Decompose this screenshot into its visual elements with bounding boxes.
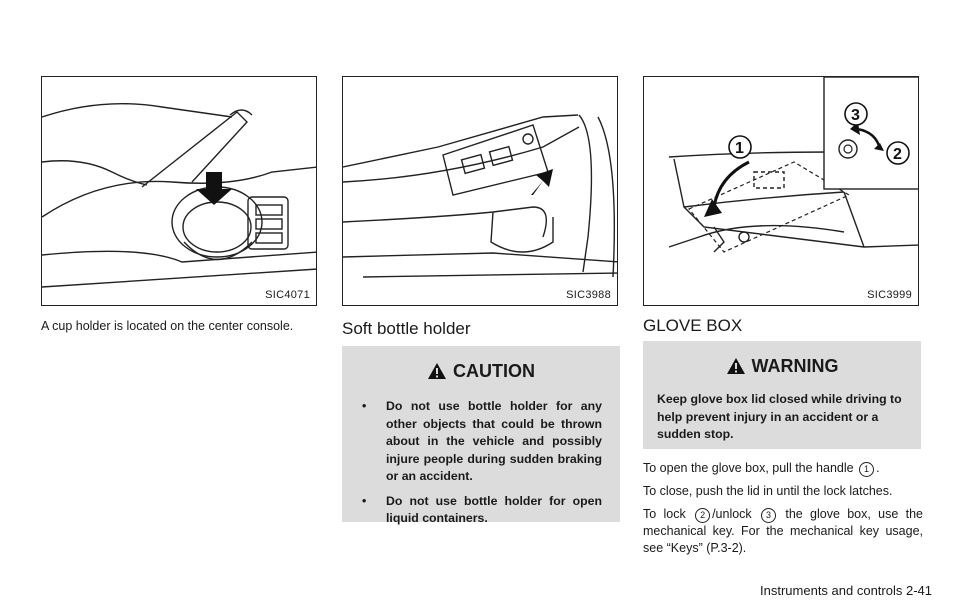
figure-cup-holder: SIC4071 [41, 76, 317, 306]
caution-item: • Do not use bottle holder for open liqui… [362, 493, 602, 528]
cup-holder-illustration [42, 102, 316, 288]
door-panel-illustration [343, 114, 617, 278]
lock-text-rest: the glove box, use the mechanical key. F… [643, 507, 924, 555]
warning-title: WARNING [751, 356, 839, 376]
warning-text: Keep glove box lid closed while driving … [657, 392, 902, 441]
callout-2-marker: 2 [695, 508, 711, 523]
section-heading-soft-bottle-holder: Soft bottle holder [342, 319, 471, 338]
figure-glove-box: 1 3 2 SIC3999 [643, 76, 919, 306]
warning-triangle-icon [428, 363, 446, 379]
open-text-end: . [876, 461, 880, 475]
caution-title-row: CAUTION [342, 361, 620, 382]
caution-list: • Do not use bottle holder for any other … [362, 398, 602, 535]
caution-item-text: Do not use bottle holder for open liquid… [386, 493, 602, 526]
unlock-text: /unlock [712, 507, 752, 521]
glove-box-close-instruction: To close, push the lid in until the lock… [643, 484, 893, 498]
bullet: • [362, 399, 367, 413]
page-footer: Instruments and controls 2-41 [760, 583, 932, 598]
callout-3-marker: 3 [761, 508, 777, 523]
caution-item: • Do not use bottle holder for any other … [362, 398, 602, 486]
section-heading-glove-box: GLOVE BOX [643, 316, 743, 335]
down-arrow-icon [531, 169, 553, 195]
glove-box-open-instruction: To open the glove box, pull the handle 1… [643, 460, 923, 477]
down-arrow-icon [196, 172, 232, 205]
figure-code: SIC3999 [867, 289, 912, 301]
open-arrow-icon [704, 199, 722, 217]
caution-item-text: Do not use bottle holder for any other o… [386, 399, 602, 483]
callout-1: 1 [735, 140, 744, 157]
figure-bottle-holder: SIC3988 [342, 76, 618, 306]
warning-title-row: WARNING [643, 356, 921, 377]
bullet: • [362, 493, 367, 508]
figure-code: SIC4071 [265, 289, 310, 301]
callout-1-marker: 1 [859, 462, 875, 477]
warning-triangle-icon [726, 358, 745, 374]
glove-box-illustration: 1 3 2 [668, 77, 918, 253]
callout-3: 3 [851, 107, 860, 124]
figure-code: SIC3988 [566, 289, 611, 301]
glove-box-lock-instruction: To lock 2/unlock 3 the glove box, use th… [643, 506, 923, 557]
caution-box: CAUTION • Do not use bottle holder for an… [342, 346, 620, 525]
unlock-arrow-icon [874, 143, 884, 151]
warning-box: WARNING Keep glove box lid closed while … [643, 341, 921, 449]
lock-text: To lock [643, 507, 686, 521]
open-text: To open the glove box, pull the handle [643, 461, 854, 475]
callout-2: 2 [893, 146, 902, 163]
caution-title: CAUTION [453, 361, 535, 381]
cup-holder-description: A cup holder is located on the center co… [41, 319, 294, 333]
